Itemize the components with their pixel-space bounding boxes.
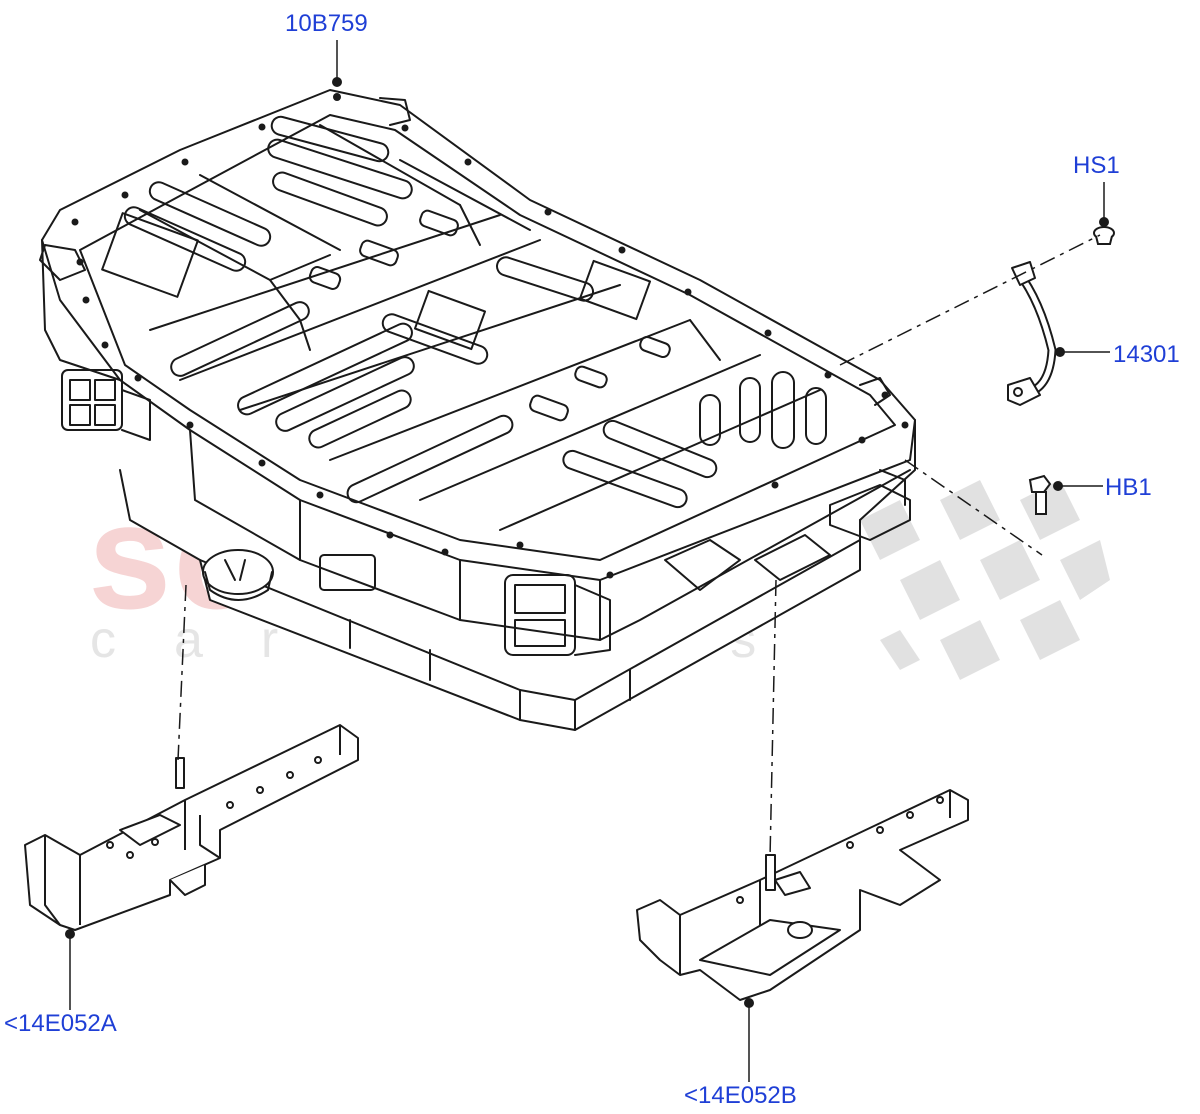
callout-bracket-left[interactable]: <14E052A: [4, 1010, 117, 1037]
earth-cable-part: [1007, 261, 1057, 406]
bracket-left-part: [24, 724, 359, 931]
battery-pack: [39, 89, 916, 731]
watermark-flag: [860, 480, 1110, 680]
fastener-dots: [71, 93, 909, 579]
leader-dots: [65, 77, 1109, 1008]
assembly-lines: [177, 234, 1101, 859]
callout-screw[interactable]: HS1: [1073, 152, 1120, 179]
callout-top-cover[interactable]: 10B759: [285, 10, 368, 37]
bolt-part: [1028, 474, 1052, 515]
leader-lines: [69, 40, 1110, 1082]
callout-bracket-right[interactable]: <14E052B: [684, 1082, 797, 1109]
callout-cable[interactable]: 14301: [1113, 341, 1180, 368]
bracket-right-part: [636, 789, 969, 1001]
screw-part: [1093, 226, 1115, 245]
callout-bolt[interactable]: HB1: [1105, 474, 1152, 501]
